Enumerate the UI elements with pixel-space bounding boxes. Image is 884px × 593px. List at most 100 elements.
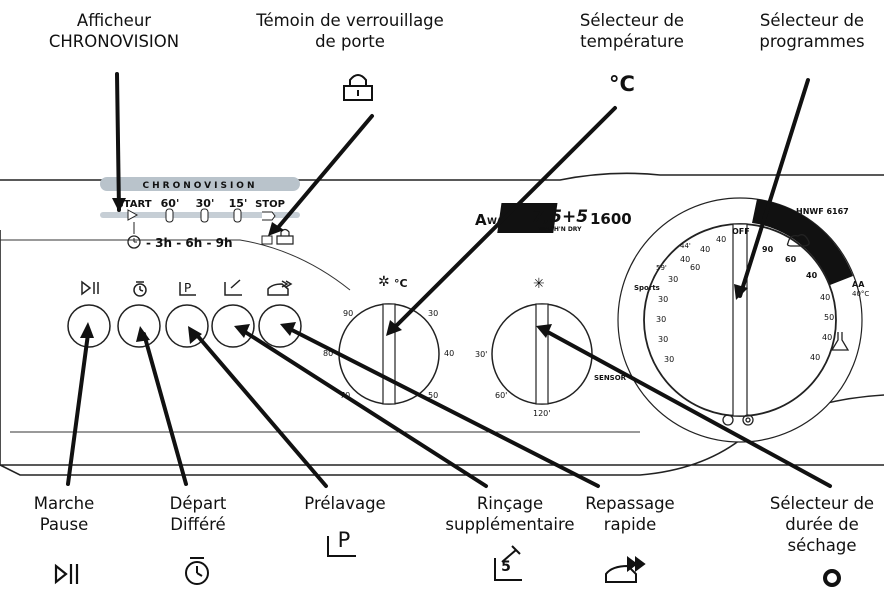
timeline-label-stop: STOP <box>255 199 285 210</box>
extra-rinse-icon <box>494 545 522 581</box>
pointer-extra-rinse <box>240 328 488 488</box>
dry-knob-sun-icon: ✳ <box>533 276 545 292</box>
label-drying-time-selector: Sélecteur de durée de séchage <box>769 494 875 555</box>
arrowhead-chronovision <box>112 198 126 212</box>
temp-scale-40: 40 <box>444 349 454 358</box>
extra-rinse-number-symbol: 5 <box>501 559 511 575</box>
temperature-unit-symbol: °C <box>609 72 635 96</box>
prog-scale-40d: 40 <box>810 353 820 362</box>
timeline-label-start: START <box>116 199 151 210</box>
pointer-start-pause <box>66 332 90 486</box>
prog-off-label: OFF <box>732 227 750 236</box>
start-pause-small-icon <box>81 280 99 296</box>
prewash-small-icon <box>179 282 196 296</box>
prog-scale-60: 60 <box>785 255 797 264</box>
timeline-label-30: 30' <box>196 197 215 210</box>
extra-rinse-small-icon <box>224 279 242 296</box>
pointer-chronovision <box>115 72 121 212</box>
delay-clock-hands <box>133 238 137 243</box>
pointer-quick-iron <box>286 326 600 488</box>
temp-scale-30: 30 <box>428 309 438 318</box>
pointer-delayed-start <box>142 332 188 486</box>
prog-time-59: 59' <box>656 264 667 272</box>
label-program-selector: Sélecteur de programmes <box>759 11 865 51</box>
prog-aa-label: AA <box>852 280 865 289</box>
prewash-icon <box>327 536 356 557</box>
delay-small-icon <box>133 281 147 297</box>
pointer-program <box>738 78 810 298</box>
prog-scale-40b: 40 <box>820 293 830 302</box>
panel-inner-edge <box>0 239 640 433</box>
arrowhead-start-pause <box>80 322 94 338</box>
prog-cloud-icon <box>786 234 810 247</box>
arrowhead-temperature <box>386 320 402 336</box>
dry-sensor-label: SENSOR <box>594 374 627 382</box>
arrowhead-quick-iron <box>280 322 296 336</box>
arrowhead-delayed-start <box>136 326 150 342</box>
label-prewash: Prélavage <box>304 494 386 513</box>
arrowhead-extra-rinse <box>234 324 250 338</box>
arrowhead-program <box>734 284 748 300</box>
prog-scale-30b: 30 <box>656 315 666 324</box>
prog-aa-temp: 40°C <box>852 290 869 298</box>
label-delayed-start: Départ Différé <box>169 494 227 534</box>
timeline-start-marker <box>127 209 139 221</box>
timeline-led-60 <box>165 208 174 223</box>
pointer-lines <box>66 72 832 488</box>
quick-iron-small-icon <box>267 280 293 296</box>
pointer-prewash <box>194 332 328 488</box>
prog-spiral-icon-b <box>742 414 754 426</box>
prog-scale-40e: 40 <box>680 255 690 264</box>
prog-scale-40f: 40 <box>700 245 710 254</box>
door-lock-small-icon <box>276 228 294 245</box>
prog-scale-40a: 40 <box>806 271 818 280</box>
pointer-temperature <box>390 106 617 332</box>
chronovision-header: CHRONOVISION <box>143 181 258 191</box>
door-lock-led <box>261 235 273 245</box>
quick-iron-button[interactable] <box>258 304 302 348</box>
quick-iron-icon <box>605 556 646 583</box>
prog-scale-30a: 30 <box>658 295 668 304</box>
temperature-knob-grip <box>382 303 396 405</box>
drying-time-knob-grip <box>535 303 549 405</box>
delay-times: - 3h - 6h - 9h <box>146 236 233 250</box>
model-number: HNWF 6167 <box>796 207 849 216</box>
chronovision-band <box>100 177 300 191</box>
prog-scale-40g: 40 <box>716 235 726 244</box>
drying-time-circle-icon <box>823 569 841 587</box>
arrowhead-door-lock <box>268 222 284 236</box>
prog-sports-label: Sports <box>634 284 660 292</box>
dry-scale-30: 30' <box>475 350 487 359</box>
temp-knob-snowflake-icon: ✲ <box>378 274 390 290</box>
prewash-small-letter: P <box>184 281 191 295</box>
pointer-arrowheads <box>80 198 748 344</box>
brand-a: A <box>475 211 487 229</box>
delayed-start-button[interactable] <box>117 304 161 348</box>
prog-time-44: 44' <box>680 242 691 250</box>
delay-clock-small-icon <box>127 235 141 249</box>
label-extra-rinse: Rinçage supplémentaire <box>445 494 575 534</box>
pointer-drying-time <box>542 328 832 488</box>
temp-knob-unit: °C <box>394 277 408 290</box>
timeline-label-60: 60' <box>161 197 180 210</box>
temp-scale-50: 50 <box>428 391 438 400</box>
start-pause-icon <box>54 563 79 585</box>
capacity-sub: WASH'N DRY <box>539 226 583 233</box>
timeline-stop-marker <box>262 211 276 221</box>
program-dial-dark-segment <box>752 199 853 285</box>
prog-scale-30e: 30 <box>668 275 678 284</box>
timeline-track <box>100 212 300 218</box>
program-selector-knob-grip <box>732 223 748 417</box>
timeline-led-30 <box>200 208 209 223</box>
label-temperature-selector: Sélecteur de température <box>579 11 685 51</box>
arrowhead-drying-time <box>536 324 552 338</box>
temp-scale-80: 80 <box>323 349 333 358</box>
label-door-lock-indicator: Témoin de verrouillage de porte <box>256 11 444 51</box>
arrowhead-prewash <box>188 326 202 344</box>
spin-speed: 1600 <box>590 210 632 228</box>
label-chronovision-display: Afficheur CHRONOVISION <box>48 11 180 51</box>
prewash-letter-symbol: P <box>337 528 351 552</box>
prog-scale-90: 90 <box>762 245 774 254</box>
prog-flask-icon <box>830 332 850 351</box>
